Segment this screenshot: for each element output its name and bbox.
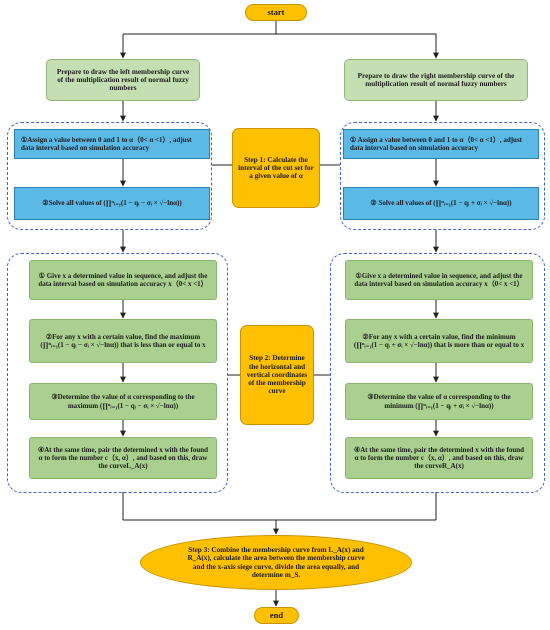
give-x-right-box: ①Give x a determined value in sequence, …: [345, 260, 533, 300]
step2-box: Step 2: Determine the horizontal and ver…: [240, 325, 314, 425]
end-node: end: [254, 607, 299, 624]
prepare-right-curve-box: Prepare to draw the right membership cur…: [344, 59, 528, 101]
assign-alpha-left-box: ①Assign a value between 0 and 1 to α（0< …: [14, 129, 210, 159]
solve-left-box: ②Solve all values of (∏ⁿᵢ₌₁(1 − qᵢ − σᵢ …: [14, 187, 210, 220]
step3-ellipse: Step 3: Combine the membership curve fro…: [140, 535, 412, 590]
solve-right-box: ② Solve all values of (∏ⁿᵢ₌₁(1 − qᵢ + σᵢ…: [343, 187, 539, 220]
give-x-left-box: ① Give x a determined value in sequence,…: [29, 260, 217, 300]
pair-draw-left-box: ④At the same time, pair the determined x…: [29, 437, 217, 479]
find-min-right-box: ②For any x with a certain value, find th…: [345, 319, 533, 363]
determine-alpha-left-box: ③Determine the value of α corresponding …: [29, 383, 217, 420]
determine-alpha-right-box: ③Determine the value of α corresponding …: [345, 383, 533, 420]
start-node: start: [245, 4, 307, 21]
find-max-left-box: ②For any x with a certain value, find th…: [29, 319, 217, 363]
pair-draw-right-box: ④At the same time, pair the determined x…: [345, 437, 533, 479]
step1-box: Step 1: Calculate the interval of the cu…: [232, 128, 320, 208]
step2-right-group: [330, 253, 545, 493]
step2-left-group: [7, 253, 228, 493]
prepare-left-curve-box: Prepare to draw the left membership curv…: [46, 59, 200, 101]
step1-left-group: [7, 122, 212, 230]
assign-alpha-right-box: ① Assign a value between 0 and 1 to α（0<…: [343, 129, 539, 159]
step1-right-group: [340, 122, 545, 230]
